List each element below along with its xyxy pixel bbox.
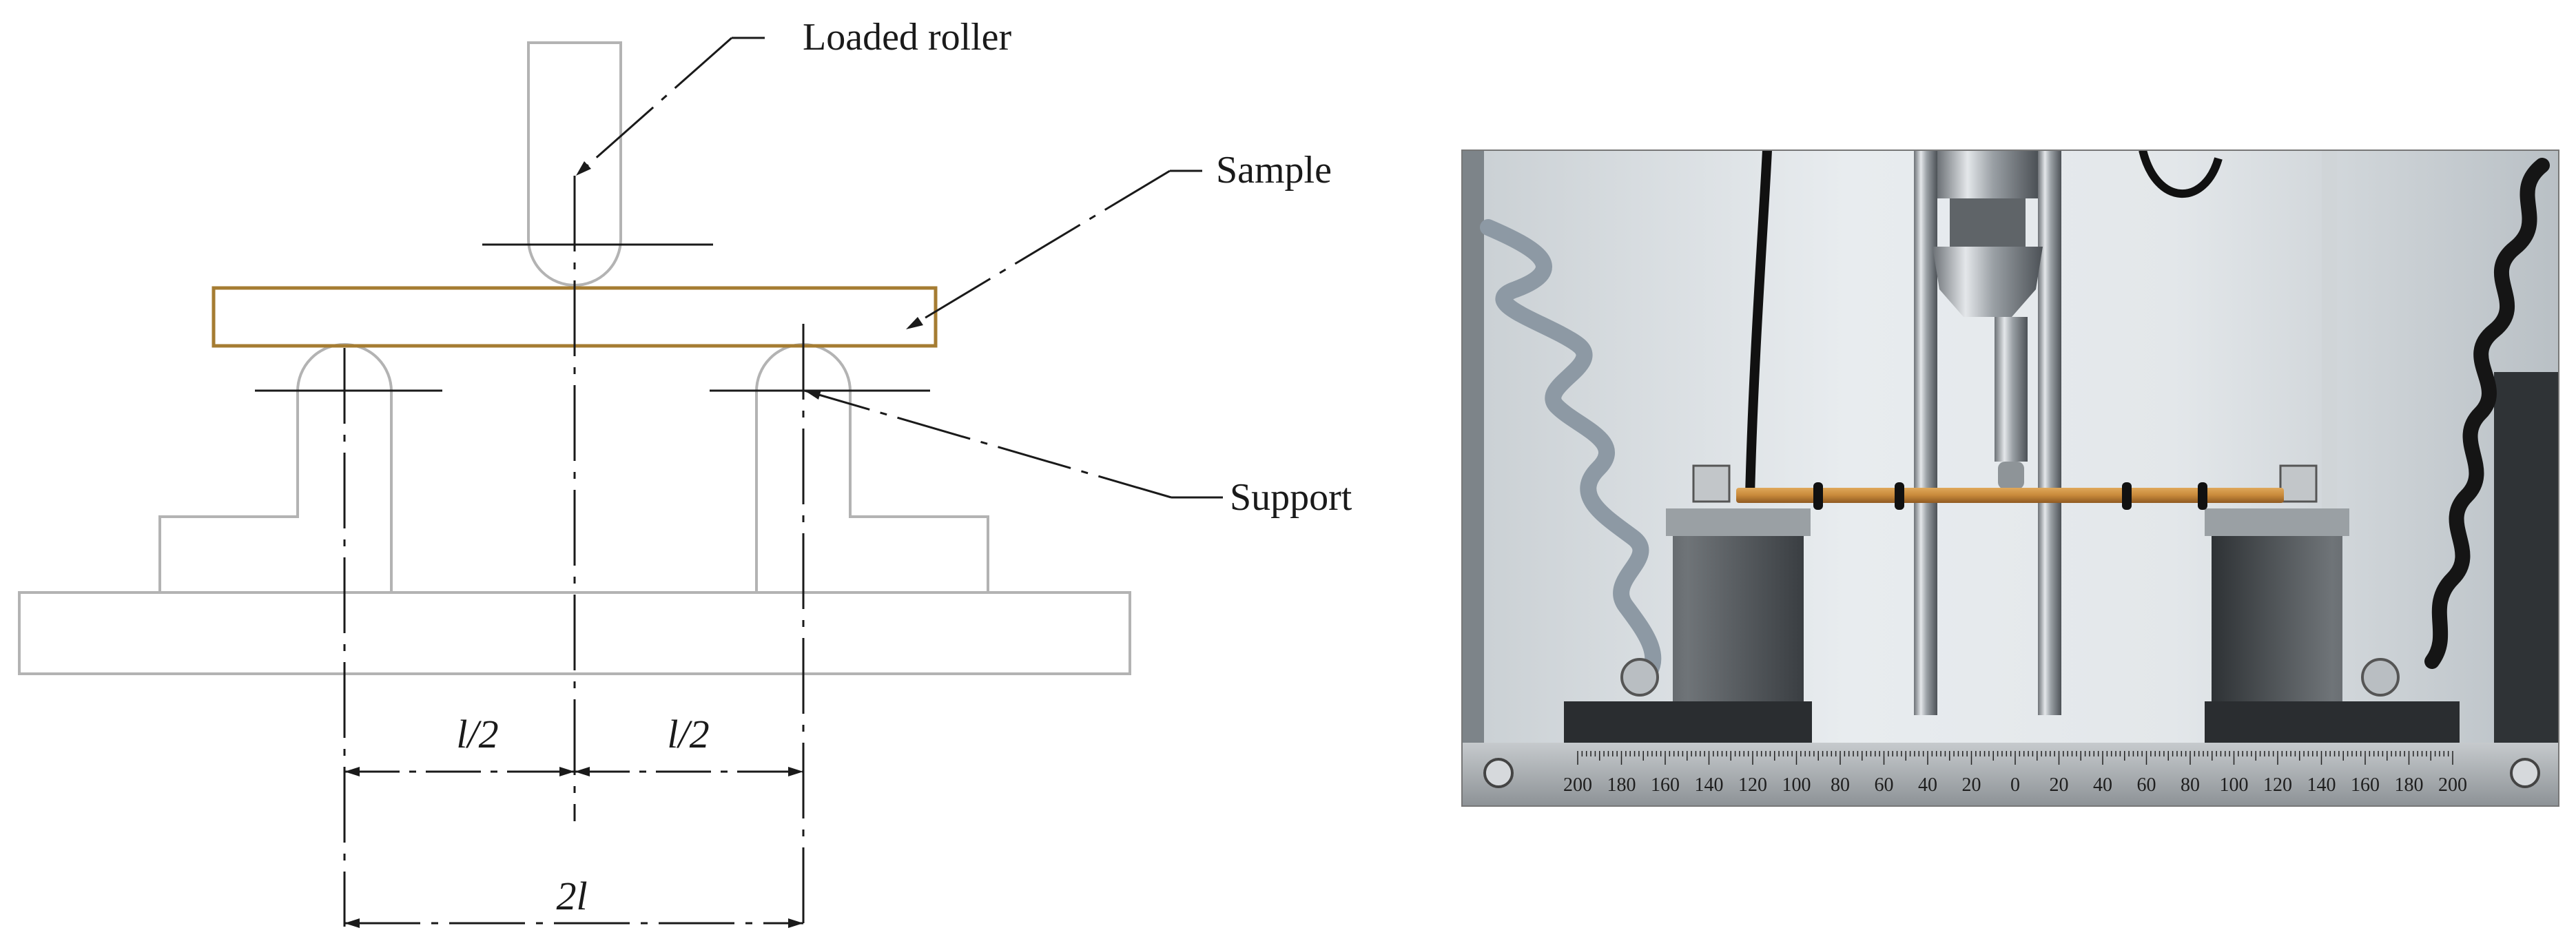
ruler-label: 40 <box>1918 774 1937 796</box>
crosshead-knurl <box>1950 198 2026 247</box>
ruler-tick-marks <box>1577 751 2453 765</box>
ruler-label: 20 <box>1962 774 1981 796</box>
photo-border <box>1461 150 2559 807</box>
coiled-cable-left <box>1480 219 1662 690</box>
ruler-label: 40 <box>2093 774 2112 796</box>
cable <box>1745 150 1772 497</box>
arrowhead <box>805 390 821 400</box>
loaded-roller <box>527 41 622 287</box>
fixture-base-left <box>1564 701 1812 750</box>
ruler-label: 80 <box>2181 774 2200 796</box>
arrowhead <box>575 767 590 776</box>
arrowhead <box>344 767 360 776</box>
ruler-label: 200 <box>2438 774 2467 796</box>
arrowhead <box>576 161 591 176</box>
ruler-label: 80 <box>1831 774 1850 796</box>
dim-label-left-half: l/2 <box>456 712 498 756</box>
right-support <box>755 343 989 592</box>
label-support: Support <box>1230 476 1352 519</box>
ruler-label: 180 <box>2395 774 2424 796</box>
label-loaded-roller: Loaded roller <box>803 16 1012 59</box>
ruler-label: 100 <box>1782 774 1811 796</box>
dim-label-span: 2l <box>556 874 587 918</box>
coiled-cable-right <box>2424 158 2550 669</box>
leader-support <box>804 389 1172 499</box>
cable <box>2139 150 2223 198</box>
arrowhead <box>788 767 803 776</box>
left-support <box>158 343 393 592</box>
label-sample: Sample <box>1216 149 1332 192</box>
ruler-label: 200 <box>1563 774 1592 796</box>
machine-column <box>1914 150 1937 715</box>
machine-column <box>2038 150 2061 715</box>
ruler-label: 0 <box>2010 774 2020 796</box>
machine-frame-left <box>1462 150 1484 806</box>
ruler-label: 60 <box>2137 774 2156 796</box>
loading-nose <box>1995 317 2028 462</box>
ruler-label: 100 <box>2220 774 2249 796</box>
ruler-label: 140 <box>2307 774 2336 796</box>
bolt <box>1620 658 1659 697</box>
bamboo-sample <box>1736 488 2284 503</box>
ruler-label: 160 <box>2351 774 2380 796</box>
ruler-label: 120 <box>1738 774 1767 796</box>
loading-nose-tip <box>1998 462 2024 489</box>
bolt <box>2361 658 2400 697</box>
crosshead <box>1937 150 2038 198</box>
ruler-screw <box>1483 758 1514 788</box>
fixture-block-left <box>1571 524 1804 745</box>
ruler-label: 180 <box>1607 774 1636 796</box>
arrowhead <box>559 767 575 776</box>
ruler-label: 20 <box>2050 774 2069 796</box>
ruler-label: 140 <box>1695 774 1724 796</box>
fixture-block-right-top <box>2205 508 2349 536</box>
ruler-label: 60 <box>1875 774 1894 796</box>
ruler-screw <box>2510 758 2540 788</box>
clamp-cube <box>1692 464 1731 503</box>
ruler-label: 160 <box>1651 774 1680 796</box>
machine-panel-right <box>2494 372 2559 758</box>
arrowhead <box>344 918 360 928</box>
three-point-bending-schematic: Loaded roller Sample Support l/2 l/2 2l <box>18 16 1352 928</box>
fixture-block-right <box>2212 524 2453 745</box>
clamp-cube <box>2279 464 2318 503</box>
arrowhead <box>906 317 923 329</box>
fixture-block-left-top <box>1666 508 1811 536</box>
dim-label-right-half: l/2 <box>667 712 709 756</box>
fixture-base-right <box>2205 701 2460 750</box>
rubber-bands <box>1813 482 2207 510</box>
leader-loaded-roller <box>575 37 732 177</box>
arrowhead <box>788 918 803 928</box>
loading-nose-mount <box>1933 247 2043 317</box>
ruler-label: 120 <box>2263 774 2292 796</box>
leader-sample <box>905 169 1171 331</box>
base-plate <box>18 591 1131 675</box>
